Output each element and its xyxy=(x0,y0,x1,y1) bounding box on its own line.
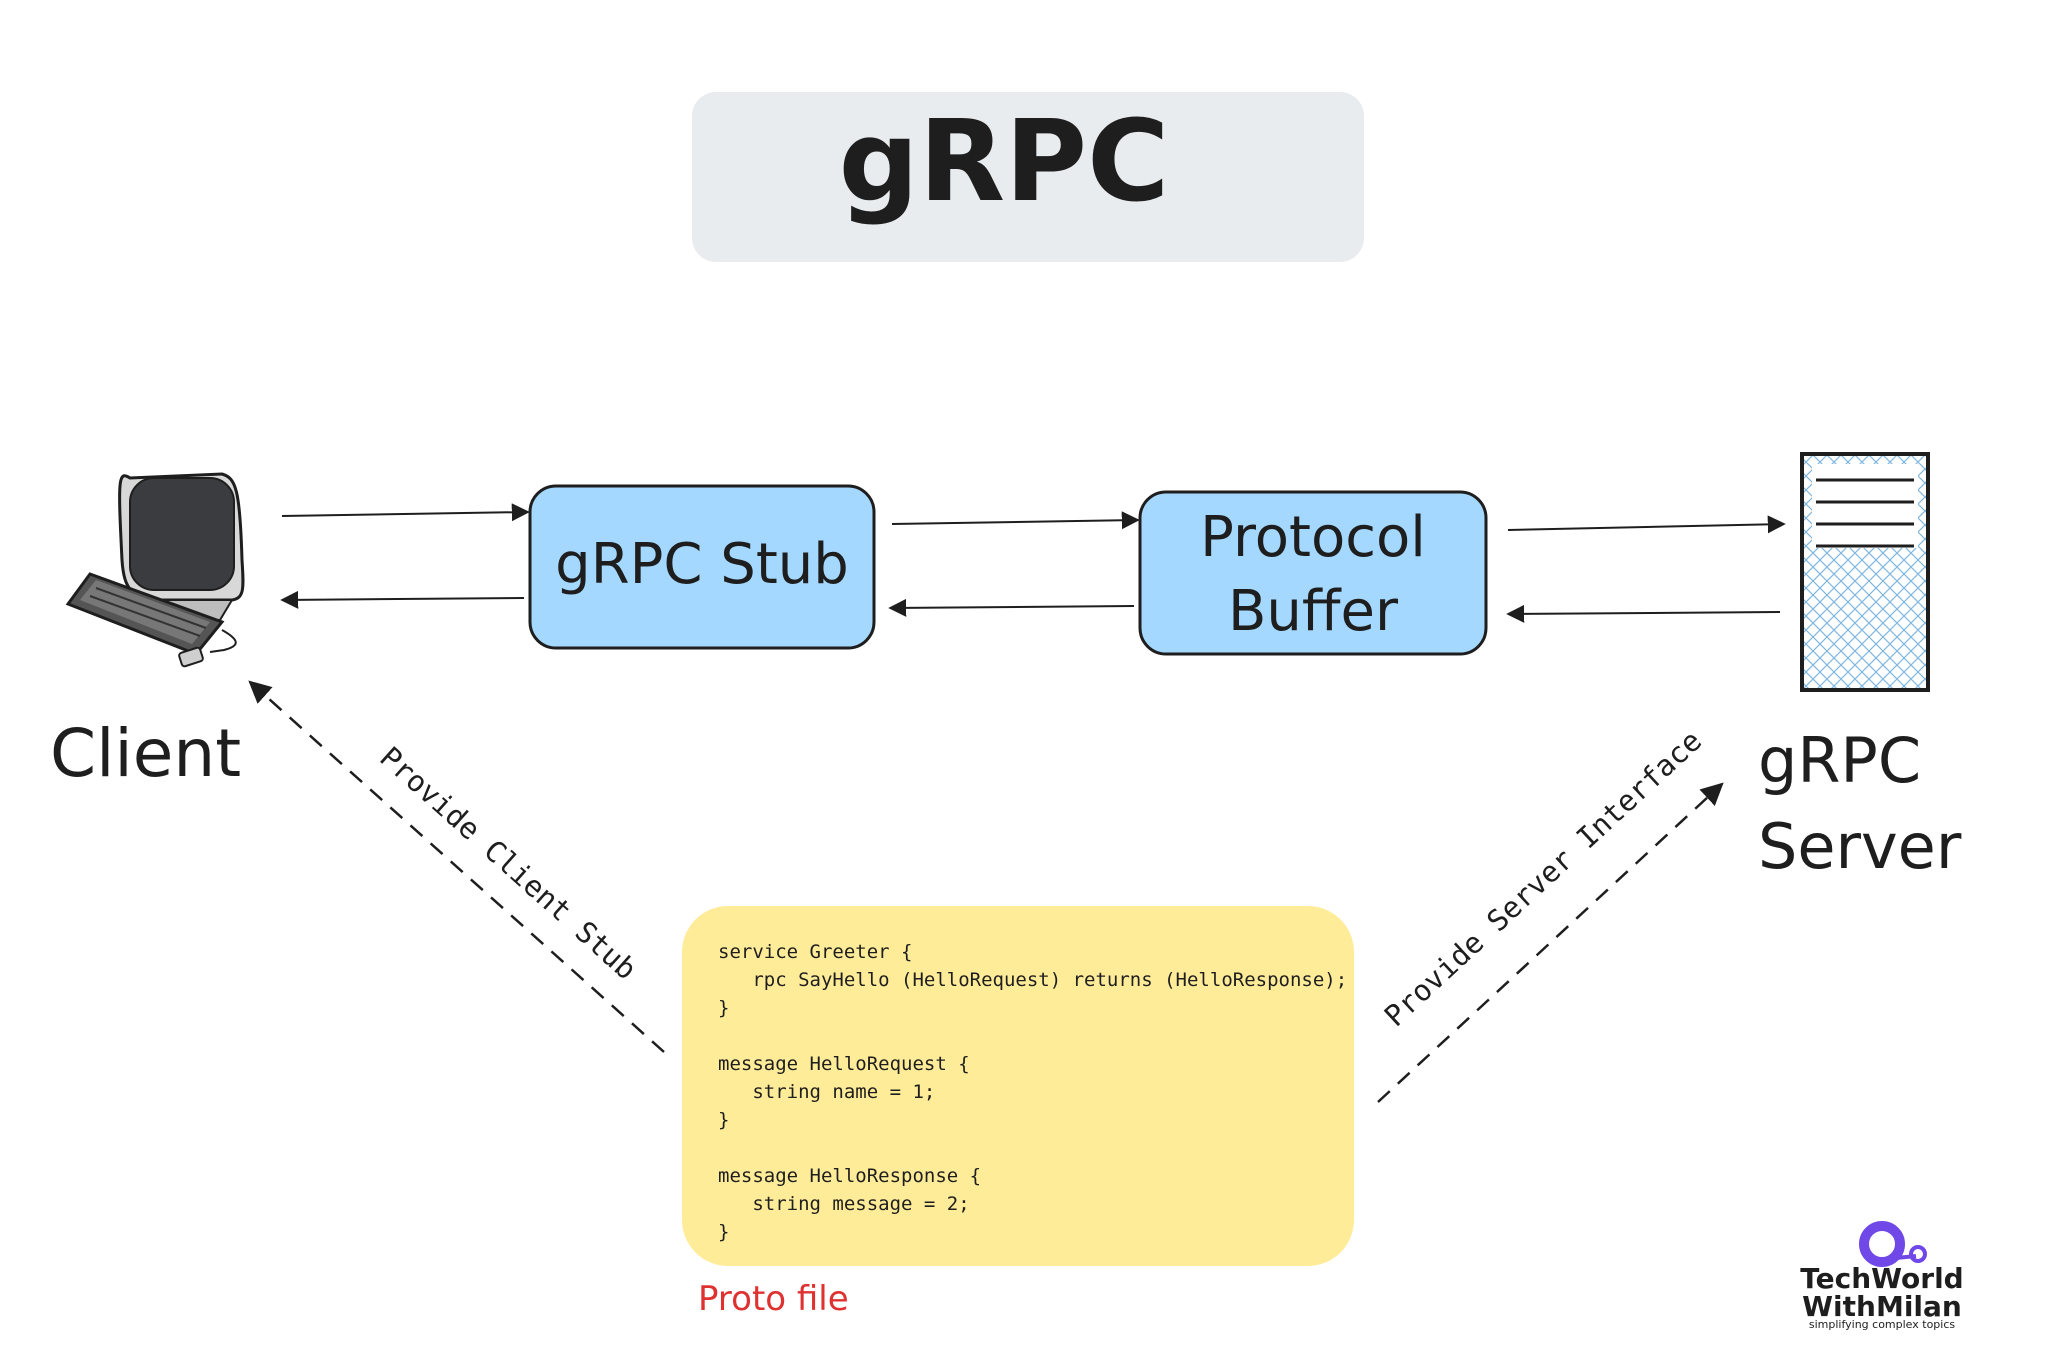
proto-code-line: } xyxy=(718,1221,729,1243)
provide-server-interface-label: Provide Server Interface xyxy=(1378,723,1709,1033)
protocol-buffer-node: Protocol Buffer xyxy=(1138,490,1488,656)
diagram-title: gRPC xyxy=(839,97,1170,227)
flow-arrows xyxy=(280,503,1786,623)
provide-client-stub-label: Provide Client Stub xyxy=(373,740,643,986)
proto-code-line: message HelloRequest { xyxy=(718,1053,970,1075)
techworld-logo: TechWorld WithMilan simplifying complex … xyxy=(1800,1221,1964,1331)
logo-line2: WithMilan xyxy=(1802,1290,1962,1323)
server-icon xyxy=(1800,452,1930,692)
proto-code-line: service Greeter { xyxy=(718,941,912,963)
arrow-provide-server-interface xyxy=(1377,782,1724,1103)
proto-code-line: } xyxy=(718,1109,729,1131)
arrow-protobuf-to-stub xyxy=(888,598,1135,617)
proto-code-line: rpc SayHello (HelloRequest) returns (Hel… xyxy=(718,969,1347,991)
arrow-server-to-protobuf xyxy=(1506,604,1781,623)
arrow-stub-to-protobuf xyxy=(891,511,1140,530)
server-label-line1: gRPC xyxy=(1758,724,1921,797)
arrow-stub-to-client xyxy=(280,590,525,609)
proto-code-line: string name = 1; xyxy=(718,1081,935,1103)
title-box: gRPC xyxy=(692,92,1364,262)
grpc-stub-label: gRPC Stub xyxy=(555,532,849,597)
grpc-stub-node: gRPC Stub xyxy=(528,484,876,650)
protocol-buffer-label-line2: Buffer xyxy=(1228,579,1399,644)
proto-file-box: service Greeter { rpc SayHello (HelloReq… xyxy=(682,906,1354,1266)
server-label-line2: Server xyxy=(1758,810,1962,883)
protocol-buffer-label-line1: Protocol xyxy=(1200,505,1426,570)
computer-icon xyxy=(65,472,245,668)
logo-tagline: simplifying complex topics xyxy=(1809,1318,1956,1331)
arrow-client-to-stub xyxy=(281,503,530,522)
client-label: Client xyxy=(50,715,241,792)
arrow-protobuf-to-server xyxy=(1507,515,1786,534)
proto-code-line: string message = 2; xyxy=(718,1193,970,1215)
proto-code-line: } xyxy=(718,997,729,1019)
proto-code-line: message HelloResponse { xyxy=(718,1165,981,1187)
proto-code: service Greeter { rpc SayHello (HelloReq… xyxy=(718,941,1347,1243)
arrow-provide-client-stub xyxy=(248,680,665,1053)
proto-file-caption: Proto file xyxy=(698,1279,849,1319)
logo-line1: TechWorld xyxy=(1800,1262,1963,1295)
